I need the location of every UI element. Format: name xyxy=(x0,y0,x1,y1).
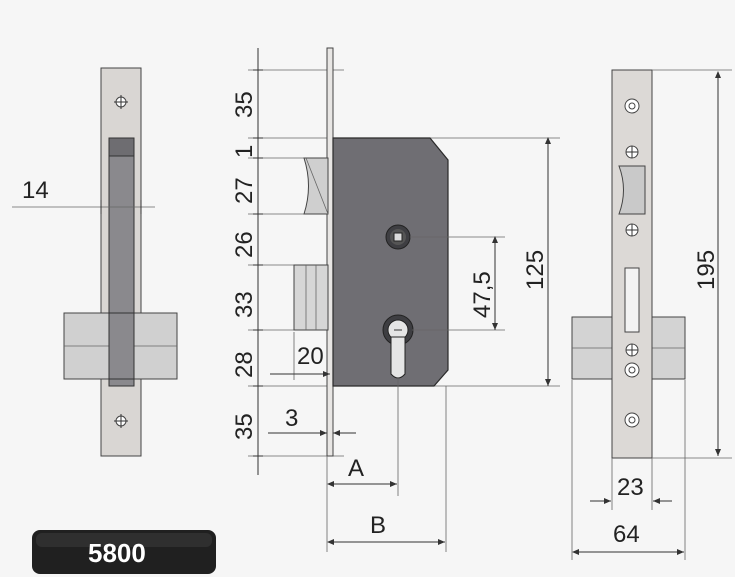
right-screw-3-icon xyxy=(625,223,639,237)
dim-3: 3 xyxy=(285,405,298,432)
lock-case xyxy=(332,137,449,387)
dim-35-bottom: 35 xyxy=(231,413,258,440)
right-bolt-slot xyxy=(624,267,640,333)
model-number: 5800 xyxy=(88,538,146,568)
dim-20: 20 xyxy=(297,343,324,370)
right-screw-2-icon xyxy=(625,145,639,159)
left-screw-top-icon xyxy=(114,95,128,109)
side-faceplate xyxy=(326,47,334,457)
vertical-dim-ticks xyxy=(253,69,263,457)
side-view: 35 27 1 26 33 28 35 xyxy=(231,47,560,552)
dim-A: A xyxy=(348,455,364,482)
right-screw-1-icon xyxy=(624,98,640,114)
dim-23: 23 xyxy=(617,474,644,501)
left-view: 14 xyxy=(12,67,178,457)
right-latch xyxy=(618,165,646,215)
right-screw-6-icon xyxy=(624,412,640,428)
latch xyxy=(303,157,329,215)
dim-195: 195 xyxy=(693,250,720,290)
dim-35-top: 35 xyxy=(231,91,258,118)
dim-33: 33 xyxy=(231,291,258,318)
model-badge: 5800 xyxy=(32,530,216,574)
dim-27: 27 xyxy=(231,177,258,204)
cylinder-keyhole-icon xyxy=(382,314,414,379)
right-screw-5-icon xyxy=(624,362,640,378)
dim-1: 1 xyxy=(231,145,258,158)
dim-64: 64 xyxy=(613,521,640,548)
right-faceplate xyxy=(611,69,653,459)
right-screw-4-icon xyxy=(625,343,639,357)
side-bolt xyxy=(293,264,329,331)
dim-B: B xyxy=(370,512,386,539)
right-view: 195 23 64 xyxy=(571,69,732,560)
dim-125: 125 xyxy=(522,250,549,290)
dim-14-label: 14 xyxy=(22,177,49,204)
dim-47-5: 47,5 xyxy=(469,271,496,318)
left-screw-bottom-icon xyxy=(114,414,128,428)
dim-28: 28 xyxy=(231,351,258,378)
dim-26: 26 xyxy=(231,231,258,258)
follower-icon xyxy=(385,224,411,250)
